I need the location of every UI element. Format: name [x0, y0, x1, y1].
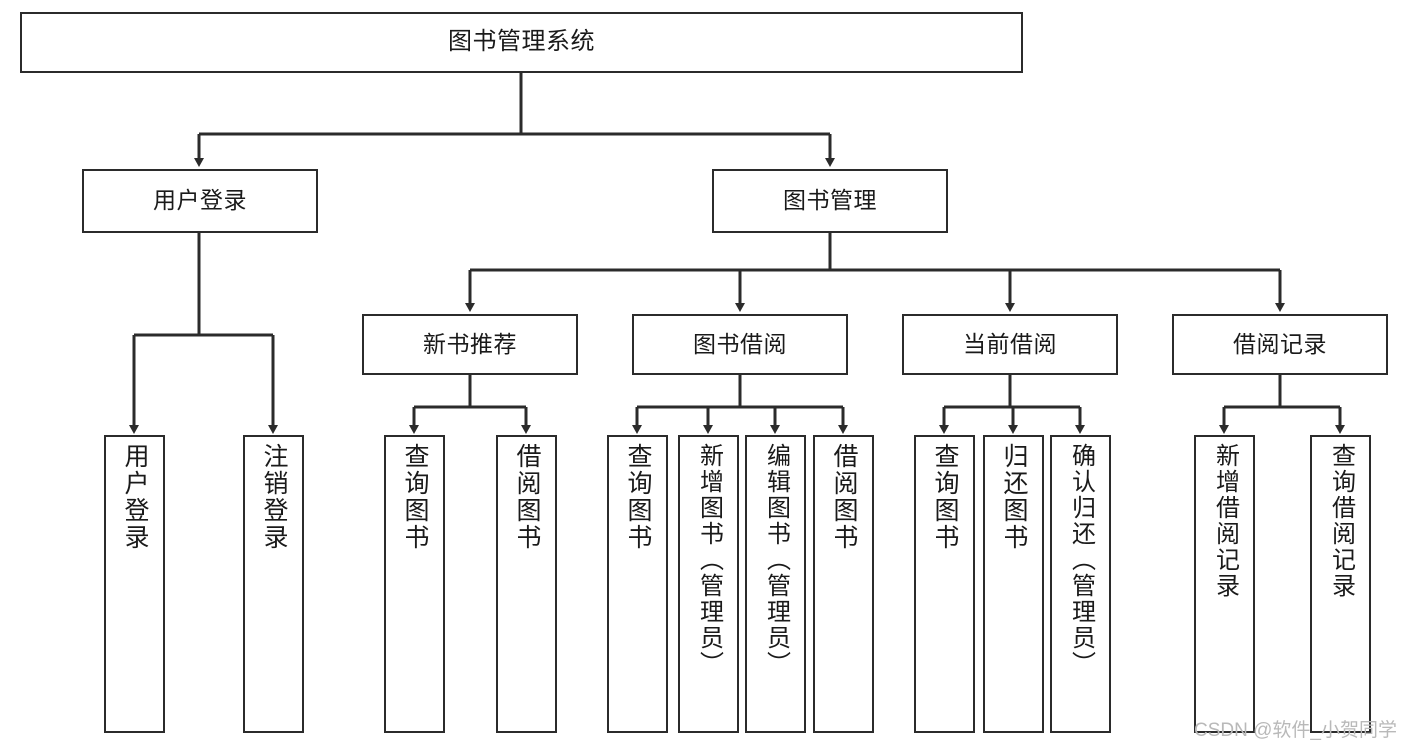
leaf-borrow-book-2[interactable]: 借阅图书 — [813, 435, 874, 733]
leaf-add-book-label: 新增图书（管理员） — [695, 443, 723, 677]
leaf-user-login-label: 用户登录 — [121, 443, 149, 551]
node-new-book-rec[interactable]: 新书推荐 — [362, 314, 578, 375]
leaf-logout[interactable]: 注销登录 — [243, 435, 304, 733]
node-current-borrow[interactable]: 当前借阅 — [902, 314, 1118, 375]
node-book-manage-label: 图书管理 — [783, 187, 877, 214]
leaf-query-book-1-label: 查询图书 — [401, 443, 429, 551]
leaf-logout-label: 注销登录 — [260, 443, 288, 551]
leaf-query-book-3-label: 查询图书 — [931, 443, 959, 551]
node-book-manage[interactable]: 图书管理 — [712, 169, 948, 233]
node-user-login-label: 用户登录 — [153, 187, 247, 214]
leaf-borrow-book-2-label: 借阅图书 — [830, 443, 858, 551]
node-borrow-record-label: 借阅记录 — [1233, 330, 1327, 357]
leaf-confirm-return[interactable]: 确认归还（管理员） — [1050, 435, 1111, 733]
node-user-login[interactable]: 用户登录 — [82, 169, 318, 233]
leaf-user-login[interactable]: 用户登录 — [104, 435, 165, 733]
leaf-add-record-label: 新增借阅记录 — [1211, 443, 1239, 599]
leaf-query-record-label: 查询借阅记录 — [1327, 443, 1355, 599]
node-root[interactable]: 图书管理系统 — [20, 12, 1023, 73]
node-new-book-rec-label: 新书推荐 — [423, 330, 517, 357]
leaf-query-record[interactable]: 查询借阅记录 — [1310, 435, 1371, 733]
node-book-borrow-label: 图书借阅 — [693, 330, 787, 357]
leaf-return-book-label: 归还图书 — [1000, 443, 1028, 551]
leaf-confirm-return-label: 确认归还（管理员） — [1067, 443, 1095, 677]
node-current-borrow-label: 当前借阅 — [963, 330, 1057, 357]
leaf-edit-book[interactable]: 编辑图书（管理员） — [745, 435, 806, 733]
leaf-edit-book-label: 编辑图书（管理员） — [762, 443, 790, 677]
leaf-add-book[interactable]: 新增图书（管理员） — [678, 435, 739, 733]
leaf-query-book-1[interactable]: 查询图书 — [384, 435, 445, 733]
leaf-return-book[interactable]: 归还图书 — [983, 435, 1044, 733]
node-borrow-record[interactable]: 借阅记录 — [1172, 314, 1388, 375]
node-book-borrow[interactable]: 图书借阅 — [632, 314, 848, 375]
leaf-borrow-book-1-label: 借阅图书 — [513, 443, 541, 551]
leaf-query-book-2[interactable]: 查询图书 — [607, 435, 668, 733]
leaf-borrow-book-1[interactable]: 借阅图书 — [496, 435, 557, 733]
leaf-add-record[interactable]: 新增借阅记录 — [1194, 435, 1255, 733]
node-root-label: 图书管理系统 — [448, 28, 595, 56]
leaf-query-book-3[interactable]: 查询图书 — [914, 435, 975, 733]
leaf-query-book-2-label: 查询图书 — [624, 443, 652, 551]
